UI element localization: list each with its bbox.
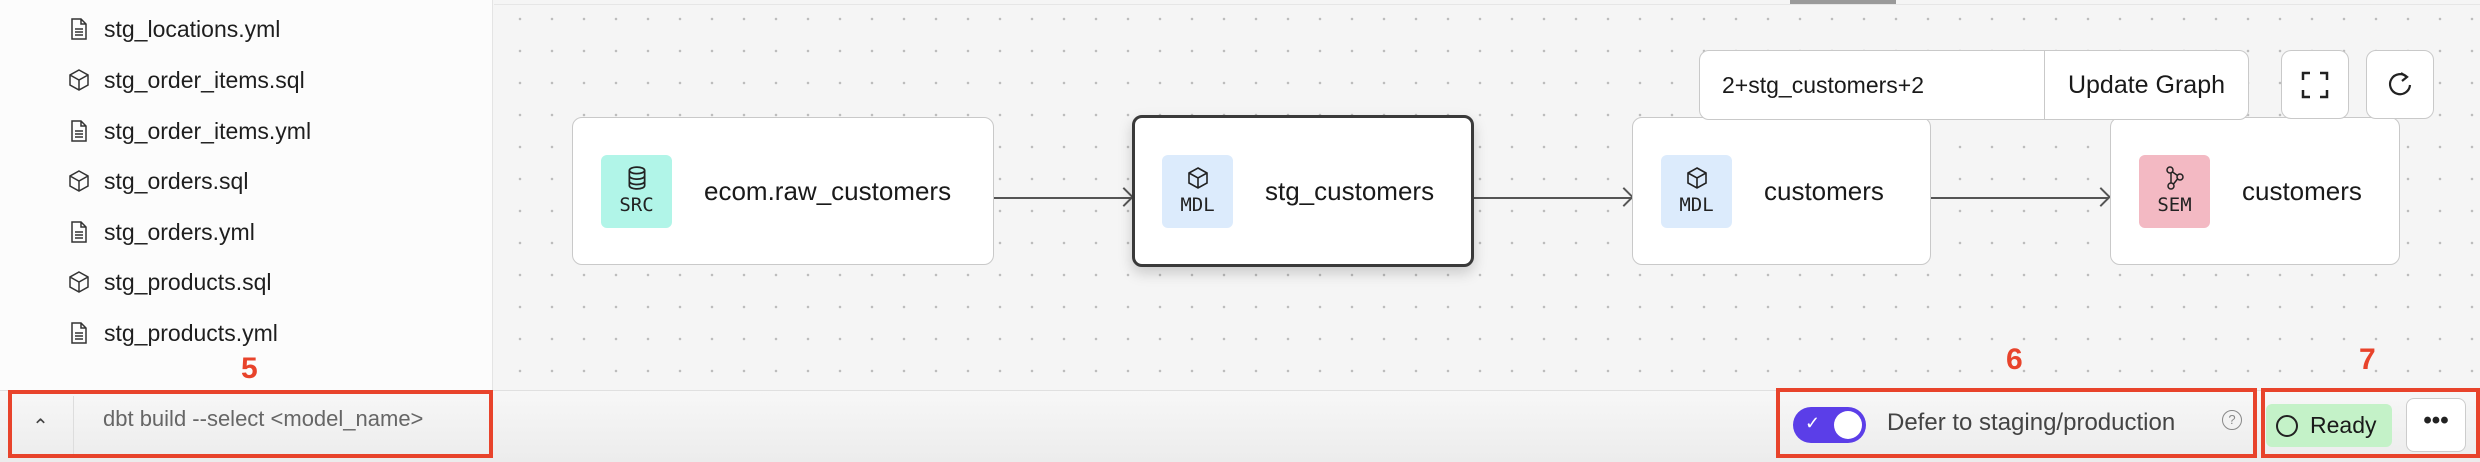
refresh-button[interactable]: [2366, 50, 2434, 119]
node-badge: MDL: [1162, 154, 1233, 228]
node-badge: SEM: [2139, 154, 2210, 228]
node-source[interactable]: SRC ecom.raw_customers: [572, 117, 994, 265]
node-badge: SRC: [601, 154, 672, 228]
badge-label: SRC: [619, 194, 654, 216]
file-icon: [71, 120, 87, 142]
node-semantic[interactable]: SEM customers: [2110, 117, 2400, 265]
edge: [994, 197, 1132, 199]
file-name: stg_locations.yml: [104, 15, 281, 42]
status-badge: Ready: [2266, 404, 2392, 447]
file-name: stg_order_items.yml: [104, 117, 312, 144]
file-name: stg_order_items.sql: [104, 66, 305, 93]
status-text: Ready: [2310, 412, 2377, 438]
node-badge: MDL: [1661, 154, 1732, 228]
annotation-box-7: [2261, 388, 2480, 458]
file-icon: [71, 18, 87, 40]
expand-console-button[interactable]: ⌃: [8, 396, 74, 456]
file-name: stg_orders.yml: [104, 218, 255, 245]
refresh-icon: [2388, 71, 2412, 95]
node-model[interactable]: MDL customers: [1632, 117, 1931, 265]
annotation-number: 5: [241, 352, 258, 385]
edge: [1931, 197, 2109, 199]
divider: [494, 4, 2480, 5]
file-item[interactable]: stg_orders.sql: [68, 161, 248, 201]
badge-label: SEM: [2157, 194, 2192, 216]
defer-toggle[interactable]: ✓: [1793, 407, 1866, 443]
file-name: stg_orders.sql: [104, 167, 249, 194]
file-explorer: stg_locations.yml stg_order_items.sql st…: [0, 0, 493, 390]
cube-icon: [69, 69, 89, 91]
annotation-number: 6: [2006, 343, 2023, 376]
node-label: customers: [1764, 175, 1884, 206]
graph-selector: Update Graph: [1699, 50, 2249, 120]
node-model-selected[interactable]: MDL stg_customers: [1132, 115, 1474, 267]
database-icon: [627, 166, 646, 190]
node-label: customers: [2242, 175, 2362, 206]
cube-icon: [1187, 167, 1208, 189]
file-item[interactable]: stg_order_items.yml: [68, 111, 311, 151]
active-tab-indicator: [1790, 0, 1896, 4]
file-icon: [71, 221, 87, 243]
status-circle-icon: [2276, 414, 2298, 437]
command-input[interactable]: dbt build --select <model_name>: [103, 406, 424, 431]
update-graph-button[interactable]: Update Graph: [2044, 51, 2248, 119]
file-item[interactable]: stg_products.sql: [68, 262, 271, 302]
node-label: ecom.raw_customers: [704, 175, 952, 206]
toggle-knob: [1834, 411, 1862, 439]
cube-icon: [69, 271, 89, 293]
annotation-box-5: [8, 390, 493, 458]
bottom-bar: [0, 390, 2480, 462]
more-options-button[interactable]: •••: [2406, 398, 2466, 452]
file-item[interactable]: stg_order_items.sql: [68, 60, 305, 100]
badge-label: MDL: [1679, 194, 1714, 216]
defer-label: Defer to staging/production: [1887, 409, 2176, 436]
fullscreen-icon: [2301, 71, 2329, 98]
file-item[interactable]: stg_orders.yml: [68, 212, 255, 252]
check-icon: ✓: [1805, 413, 1821, 433]
node-label: stg_customers: [1265, 175, 1435, 206]
badge-label: MDL: [1180, 194, 1215, 216]
file-item[interactable]: stg_locations.yml: [68, 9, 280, 49]
help-icon[interactable]: ?: [2222, 410, 2242, 430]
cube-icon: [1686, 167, 1707, 189]
semantic-graph-icon: [2165, 166, 2184, 190]
fullscreen-button[interactable]: [2281, 50, 2349, 119]
cube-icon: [69, 170, 89, 192]
edge: [1473, 197, 1632, 199]
selector-input[interactable]: [1700, 51, 2044, 119]
file-name: stg_products.sql: [104, 268, 272, 295]
annotation-box-6: [1776, 388, 2257, 458]
file-item[interactable]: stg_products.yml: [68, 313, 278, 353]
chevron-up-icon: ⌃: [32, 415, 49, 438]
annotation-number: 7: [2359, 343, 2376, 376]
file-name: stg_products.yml: [104, 319, 278, 346]
file-icon: [71, 322, 87, 344]
